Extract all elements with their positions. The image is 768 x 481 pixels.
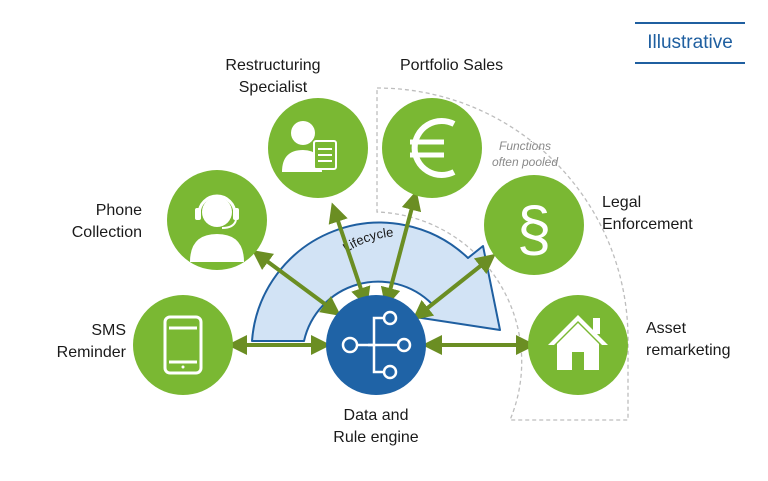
node-restructuring [268, 98, 368, 198]
node-portfolio [382, 98, 482, 198]
node-asset [528, 295, 628, 395]
pooled-functions-region [376, 87, 629, 421]
headset-agent-icon [190, 194, 244, 262]
arrow-legal [412, 253, 496, 321]
tree-network-icon [341, 310, 412, 380]
specialist-clipboard-icon [282, 121, 337, 172]
arrow-portfolio [380, 190, 422, 308]
node-center [326, 295, 426, 395]
illustrative-badge: Illustrative [635, 22, 745, 64]
smartphone-icon [163, 315, 203, 375]
arrow-restructuring [328, 202, 371, 308]
node-sms [133, 295, 233, 395]
label-portfolio: Portfolio Sales [400, 57, 504, 74]
connector-arrows [227, 190, 536, 355]
euro-icon [410, 118, 456, 178]
arrow-phone [251, 250, 342, 316]
node-legal: § [484, 175, 584, 275]
node-phone [167, 170, 267, 270]
section-sign-icon: § [517, 195, 551, 264]
house-icon [548, 315, 608, 370]
